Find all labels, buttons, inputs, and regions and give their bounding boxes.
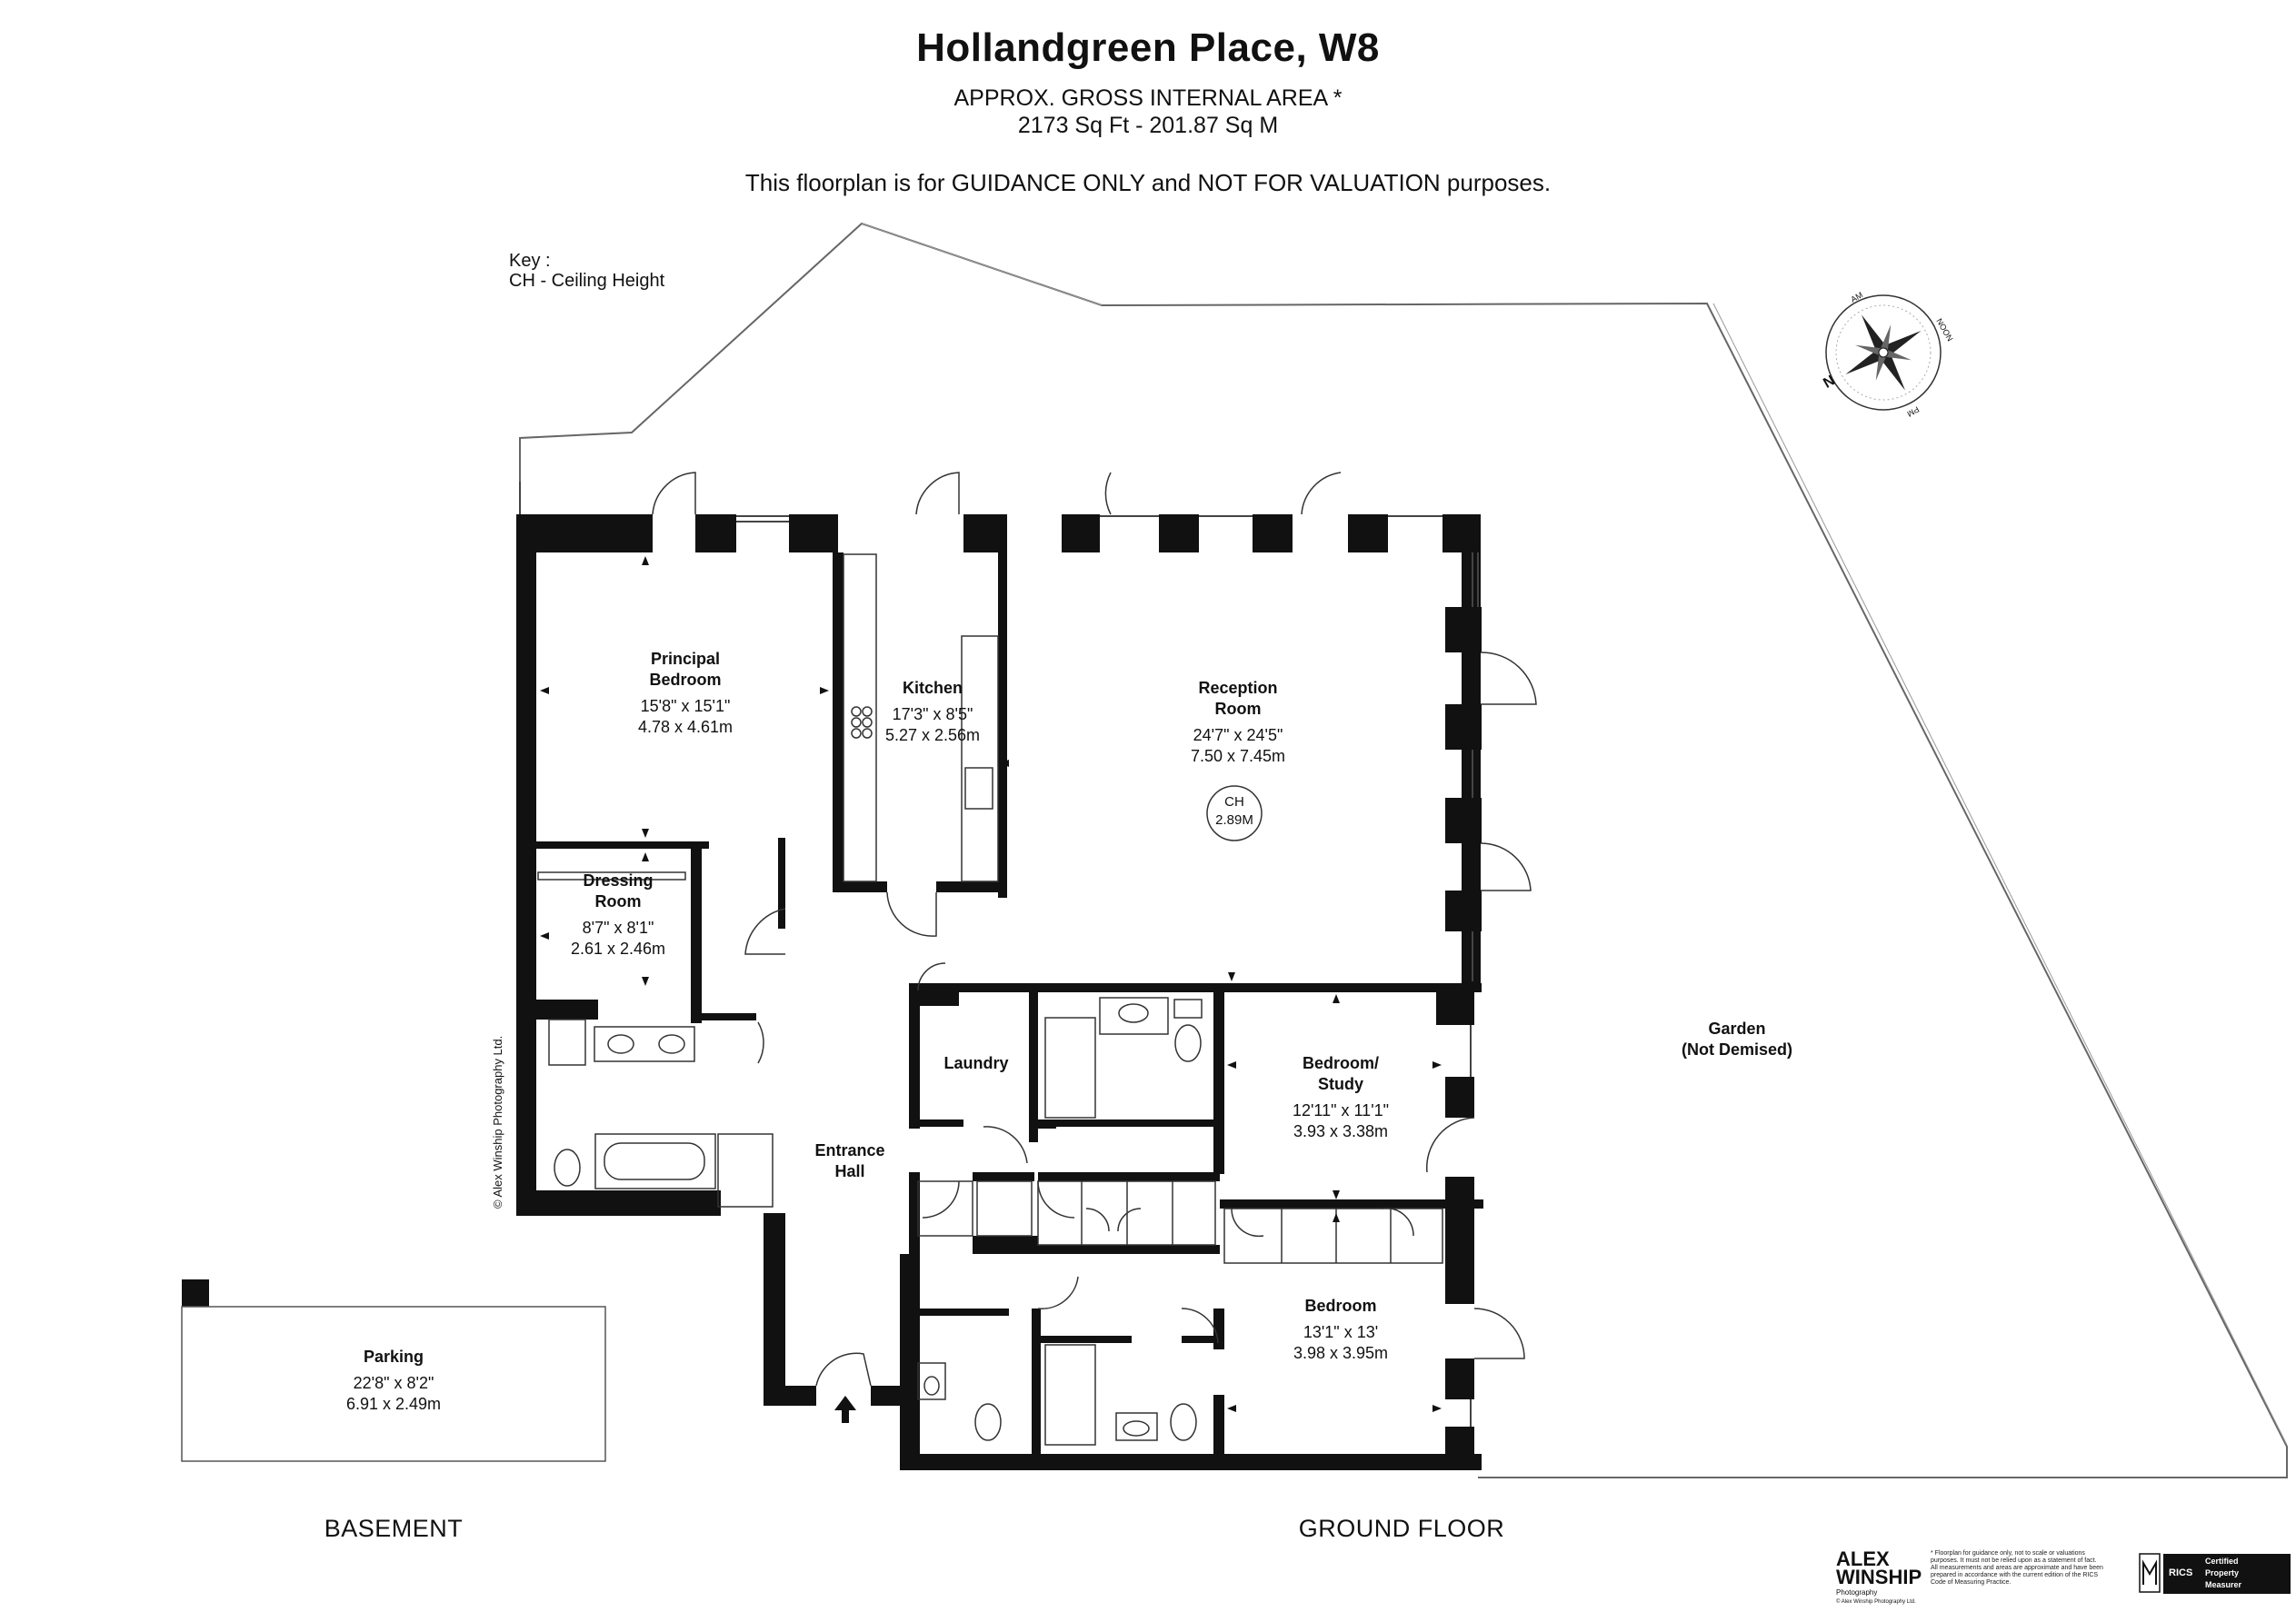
room-metric: 6.91 x 2.49m (345, 1395, 442, 1413)
room-name: Entrance (814, 1141, 885, 1159)
parking-bay (181, 1306, 606, 1462)
room-name: Parking (363, 1348, 424, 1366)
key-entry: CH - Ceiling Height (509, 271, 665, 291)
room-name: Room (1214, 700, 1262, 718)
room-imperial: 22'8" x 8'2" (353, 1374, 434, 1392)
exterior-walls (182, 514, 1482, 1470)
fine-print: * Floorplan for guidance only, not to sc… (1931, 1550, 2103, 1586)
area-parking: Parking 22'8" x 8'2" 6.91 x 2.49m (346, 1347, 441, 1415)
interior-walls (536, 552, 1483, 1463)
room-name: (Not Demised) (1681, 1040, 1793, 1059)
room-name: Bedroom/ (1302, 1054, 1379, 1072)
measurement-markers (540, 556, 1442, 1412)
room-metric: 3.98 x 3.95m (1293, 1344, 1389, 1362)
disclaimer: This floorplan is for GUIDANCE ONLY and … (744, 169, 1552, 196)
room-imperial: 15'8" x 15'1" (640, 697, 731, 715)
area-label: APPROX. GROSS INTERNAL AREA * (953, 85, 1343, 111)
room-principal-bedroom: Principal Bedroom 15'8" x 15'1" 4.78 x 4… (638, 649, 733, 738)
room-bedroom-study: Bedroom/ Study 12'11" x 11'1" 3.93 x 3.3… (1293, 1053, 1389, 1142)
room-metric: 7.50 x 7.45m (1190, 747, 1286, 765)
brand-logo-copyright: © Alex Winship Photography Ltd. (1836, 1599, 1916, 1605)
ceiling-height-value: 2.89M (1215, 812, 1253, 828)
room-imperial: 24'7" x 24'5" (1193, 726, 1283, 744)
entrance-arrow (834, 1396, 856, 1423)
room-metric: 4.78 x 4.61m (637, 718, 734, 736)
room-name: Bedroom (1304, 1297, 1377, 1315)
room-name: Reception (1198, 679, 1278, 697)
fixtures (537, 553, 1203, 1446)
room-imperial: 17'3" x 8'5" (892, 705, 973, 723)
room-name: Kitchen (902, 679, 963, 697)
ceiling-height-text: CH 2.89M (1215, 793, 1253, 830)
windows (519, 482, 1479, 1427)
brand-logo-sub: Photography (1836, 1588, 1878, 1597)
room-metric: 5.27 x 2.56m (884, 726, 981, 744)
room-dressing: Dressing Room 8'7" x 8'1" 2.61 x 2.46m (571, 871, 665, 960)
badge-line3: Measurer (2205, 1580, 2242, 1589)
brand-logo-line1: ALEX (1836, 1547, 1890, 1570)
room-name: Dressing (583, 871, 654, 890)
ceiling-height-marker (1206, 785, 1263, 841)
room-imperial: 12'11" x 11'1" (1292, 1101, 1390, 1119)
room-name: Principal (650, 650, 721, 668)
badge-line1: Certified (2205, 1557, 2239, 1566)
room-name: Garden (1708, 1020, 1766, 1038)
compass-rose (1825, 294, 1942, 411)
room-imperial: 8'7" x 8'1" (582, 919, 654, 937)
room-imperial: 13'1" x 13' (1303, 1323, 1379, 1341)
floor-label-ground: GROUND FLOOR (1298, 1515, 1505, 1542)
room-name: Room (594, 892, 642, 911)
wardrobes (917, 1180, 1443, 1264)
room-metric: 2.61 x 2.46m (570, 940, 666, 958)
room-bedroom: Bedroom 13'1" x 13' 3.98 x 3.95m (1293, 1296, 1388, 1364)
room-name: Laundry (943, 1054, 1009, 1072)
room-entrance-hall: Entrance Hall (814, 1140, 884, 1182)
area-value: 2173 Sq Ft - 201.87 Sq M (1017, 113, 1279, 138)
copyright-text: © Alex Winship Photography Ltd. (491, 1035, 504, 1209)
room-kitchen: Kitchen 17'3" x 8'5" 5.27 x 2.56m (885, 678, 980, 746)
area-garden: Garden (Not Demised) (1682, 1019, 1792, 1060)
room-laundry: Laundry (943, 1053, 1008, 1074)
page-title: Hollandgreen Place, W8 (916, 25, 1380, 70)
room-metric: 3.93 x 3.38m (1293, 1122, 1389, 1140)
room-name: Study (1317, 1075, 1363, 1093)
room-name: Bedroom (649, 671, 722, 689)
badge-line2: Property (2205, 1568, 2240, 1577)
rics-label: RICS (2169, 1567, 2193, 1578)
room-reception: Reception Room 24'7" x 24'5" 7.50 x 7.45… (1191, 678, 1285, 767)
doors (652, 472, 1537, 1387)
rics-badge: RICS Certified Property Measurer (2163, 1554, 2291, 1594)
key-title: Key : (509, 251, 551, 271)
ceiling-height-label: CH (1224, 794, 1244, 810)
rics-logo (2139, 1553, 2161, 1593)
brand-logo-line2: WINSHIP (1836, 1566, 1922, 1588)
room-name: Hall (834, 1162, 865, 1180)
floor-label-basement: BASEMENT (324, 1515, 464, 1542)
